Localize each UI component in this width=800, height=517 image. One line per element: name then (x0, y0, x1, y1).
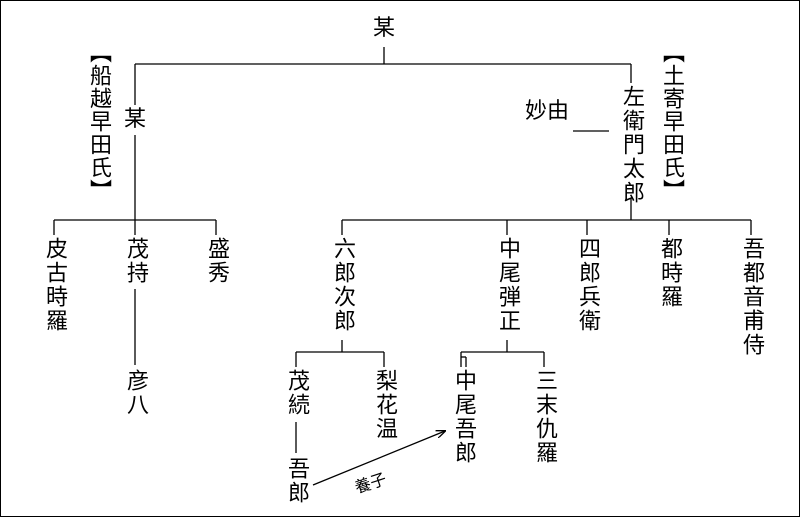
tojira: 都時羅 (657, 237, 682, 309)
hikohachi: 彦八 (123, 369, 148, 417)
sayemon-taro: 左衛門太郎 (619, 85, 644, 205)
morihide: 盛秀 (204, 237, 229, 285)
rikaon: 梨花温 (372, 369, 397, 441)
goro: 吾郎 (284, 457, 309, 505)
nakao-goro: 中尾吾郎 (451, 369, 476, 465)
adoption-arrow (312, 431, 445, 486)
funakoshi-head: 某 (124, 107, 147, 132)
root-ancestor: 某 (373, 16, 396, 41)
clan-label-tsuchiyose: 【土寄早田氏】 (659, 41, 684, 202)
shigemochi: 茂持 (123, 237, 148, 285)
mimikura: 三末仇羅 (532, 369, 557, 465)
nakao-danjo: 中尾弾正 (495, 237, 520, 333)
shiro-hyoe: 四郎兵衛 (575, 237, 600, 333)
otofu-hoji: 吾都音甫侍 (739, 237, 764, 357)
shigetsugu: 茂続 (284, 369, 309, 417)
hifuru: 皮古時羅 (42, 237, 67, 333)
clan-label-funakoshi: 【船越早田氏】 (86, 41, 111, 202)
rokuro-jiro: 六郎次郎 (330, 237, 355, 333)
myoyu: 妙由 (525, 99, 570, 124)
